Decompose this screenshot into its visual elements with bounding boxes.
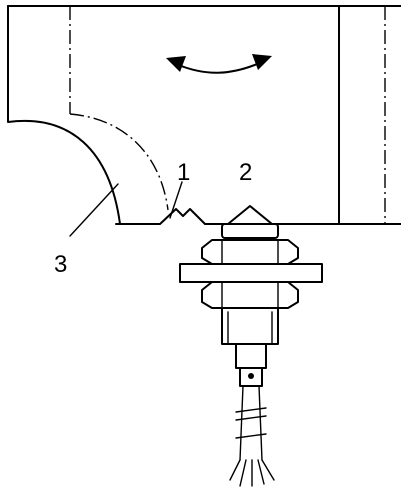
upper-nut (201, 239, 299, 265)
mounting-plate (179, 263, 323, 283)
leader-lines (69, 181, 183, 237)
housing (7, 5, 401, 225)
centre-lines (69, 6, 386, 224)
threaded-body (221, 307, 279, 345)
callout-3: 3 (54, 251, 67, 278)
callout-1: 1 (177, 159, 190, 186)
callout-2: 2 (239, 159, 252, 186)
connector (235, 343, 267, 387)
lower-nut (201, 281, 299, 309)
rotation-arrow-icon (166, 54, 272, 74)
cable (229, 385, 275, 487)
sensor-tip (221, 205, 279, 239)
